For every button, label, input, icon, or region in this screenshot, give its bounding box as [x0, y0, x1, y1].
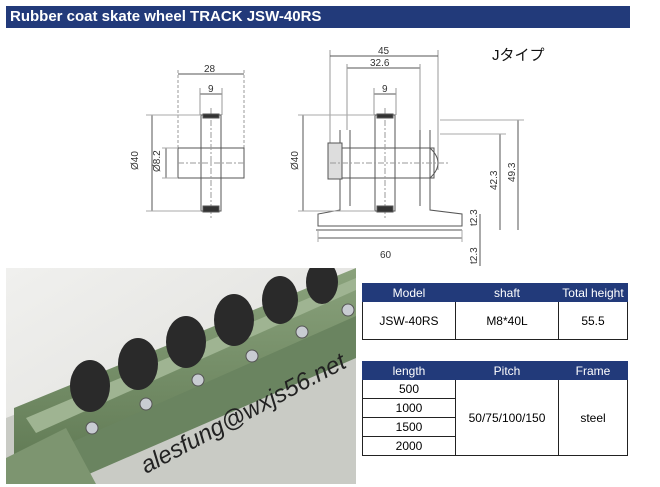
dim-right-wheel: 9	[382, 84, 388, 95]
product-photo: alesfung@wxjs56.net	[6, 268, 356, 484]
dim-right-h1: 42.3	[489, 170, 500, 190]
pitch-value: 50/75/100/150	[455, 379, 559, 456]
length-2000: 2000	[362, 436, 456, 456]
size-header-pitch: Pitch	[455, 361, 559, 380]
dim-right-inner: 32.6	[370, 58, 390, 69]
length-1500: 1500	[362, 417, 456, 437]
spec-header-height: Total height	[558, 283, 628, 302]
type-label: Jタイプ	[492, 47, 545, 64]
spec-height-value: 55.5	[558, 301, 628, 340]
dim-right-base: 60	[380, 250, 392, 261]
spec-table: Model shaft Total height JSW-40RS M8*40L…	[362, 283, 628, 340]
spec-shaft-value: M8*40L	[455, 301, 559, 340]
dim-left-width: 28	[204, 64, 216, 75]
size-header-length: length	[362, 361, 456, 380]
spec-header-model: Model	[362, 283, 456, 302]
frame-value: steel	[558, 379, 628, 456]
dim-right-dia: Ø40	[290, 151, 301, 170]
spec-header-shaft: shaft	[455, 283, 559, 302]
dim-right-t2: t2.3	[469, 247, 480, 264]
dim-right-t1: t2.3	[469, 209, 480, 226]
dim-right-h2: 49.3	[507, 162, 518, 182]
dim-left-dia: Ø40	[130, 151, 141, 170]
spec-model-value: JSW-40RS	[362, 301, 456, 340]
page-title: Rubber coat skate wheel TRACK JSW-40RS	[6, 6, 630, 28]
technical-drawing: 28 9 Ø40 Ø8.2 45 32.6 9 Ø40 42.3 49.3 t2…	[130, 46, 545, 266]
length-500: 500	[362, 379, 456, 399]
dim-left-shaft: Ø8.2	[152, 150, 163, 172]
size-table: length Pitch Frame 500 50/75/100/150 ste…	[362, 361, 628, 456]
dim-right-overall: 45	[378, 46, 390, 57]
dim-left-wheel: 9	[208, 84, 214, 95]
length-1000: 1000	[362, 398, 456, 418]
size-header-frame: Frame	[558, 361, 628, 380]
